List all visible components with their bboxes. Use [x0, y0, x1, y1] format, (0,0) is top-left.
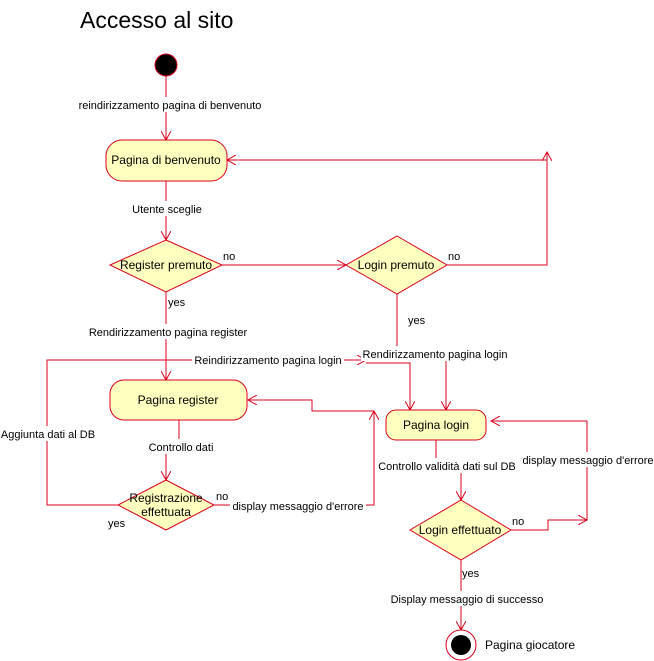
decision-label-login-effettuato: Login effettuato [419, 523, 502, 537]
decision-login-effettuato [409, 499, 512, 561]
edge-registrazione-no-up [214, 411, 374, 506]
label-bg [388, 591, 546, 606]
label-bg [86, 324, 250, 339]
decision-label-register-premuto: Register premuto [120, 258, 212, 272]
edge-login-premuto-no-up [446, 152, 547, 266]
edge-label-no-register: no [223, 251, 235, 263]
edge-label-no-registrazione: no [216, 491, 228, 503]
edge-label-reindirizzamento-benvenuto: reindirizzamento pagina di benvenuto [79, 100, 262, 112]
edge-label-controllo-dati: Controllo dati [149, 442, 214, 454]
decision-label-login-premuto: Login premuto [358, 258, 435, 272]
edge-label-yes-register: yes [168, 297, 186, 309]
decision-label-registrazione-line2: effettuata [141, 505, 191, 519]
edge-label-display-errore-login: display messaggio d'errore [522, 455, 653, 467]
edge-label-yes-login: yes [408, 315, 426, 327]
edge-label-utente-sceglie: Utente sceglie [132, 204, 202, 216]
node-pagina-benvenuto [105, 139, 228, 182]
label-bg [146, 439, 216, 454]
node-label-pagina-benvenuto: Pagina di benvenuto [111, 153, 221, 167]
label-bg [376, 458, 518, 473]
edge-label-display-errore-register: display messaggio d'errore [232, 501, 363, 513]
edge-label-no-login: no [448, 251, 460, 263]
node-label-pagina-register: Pagina register [138, 393, 219, 407]
edge-back-to-pagina-login [491, 421, 588, 520]
decision-registrazione-effettuata [116, 479, 216, 531]
start-node [154, 53, 178, 77]
end-label-pagina-giocatore: Pagina giocatore [485, 638, 575, 652]
decision-register-premuto [108, 239, 224, 293]
node-pagina-login [385, 409, 487, 441]
decision-label-registrazione-line1: Registrazione [129, 491, 203, 505]
edge-label-controllo-validita: Controllo validità dati sul DB [378, 461, 516, 473]
label-bg [192, 352, 344, 367]
edge-label-no-login-eff: no [512, 516, 524, 528]
label-bg [128, 201, 206, 216]
edge-label-rendirizzamento-register: Rendirizzamento pagina register [89, 327, 248, 339]
label-bg [0, 426, 98, 441]
diagram-title: Accesso al sito [80, 7, 233, 33]
edge-label-yes-login-eff: yes [462, 568, 480, 580]
label-bg [78, 97, 264, 112]
label-bg [230, 498, 366, 513]
edge-label-aggiunta-dati: Aggiunta dati al DB [1, 429, 95, 441]
edge-login-eff-no [510, 520, 587, 531]
edge-back-to-pagina-register [248, 400, 374, 412]
end-node-inner [451, 635, 471, 655]
label-bg [522, 452, 654, 467]
edge-label-display-successo: Display messaggio di successo [391, 594, 544, 606]
node-pagina-register [109, 379, 248, 421]
node-label-pagina-login: Pagina login [403, 418, 469, 432]
edge-label-yes-registrazione: yes [108, 518, 126, 530]
label-bg [361, 346, 509, 361]
decision-login-premuto [344, 235, 448, 295]
edge-label-rendirizzamento-login: Rendirizzamento pagina login [363, 349, 508, 361]
edge-label-reindirizzamento-login: Reindirizzamento pagina login [194, 355, 341, 367]
edge-to-pagina-login [366, 362, 410, 410]
